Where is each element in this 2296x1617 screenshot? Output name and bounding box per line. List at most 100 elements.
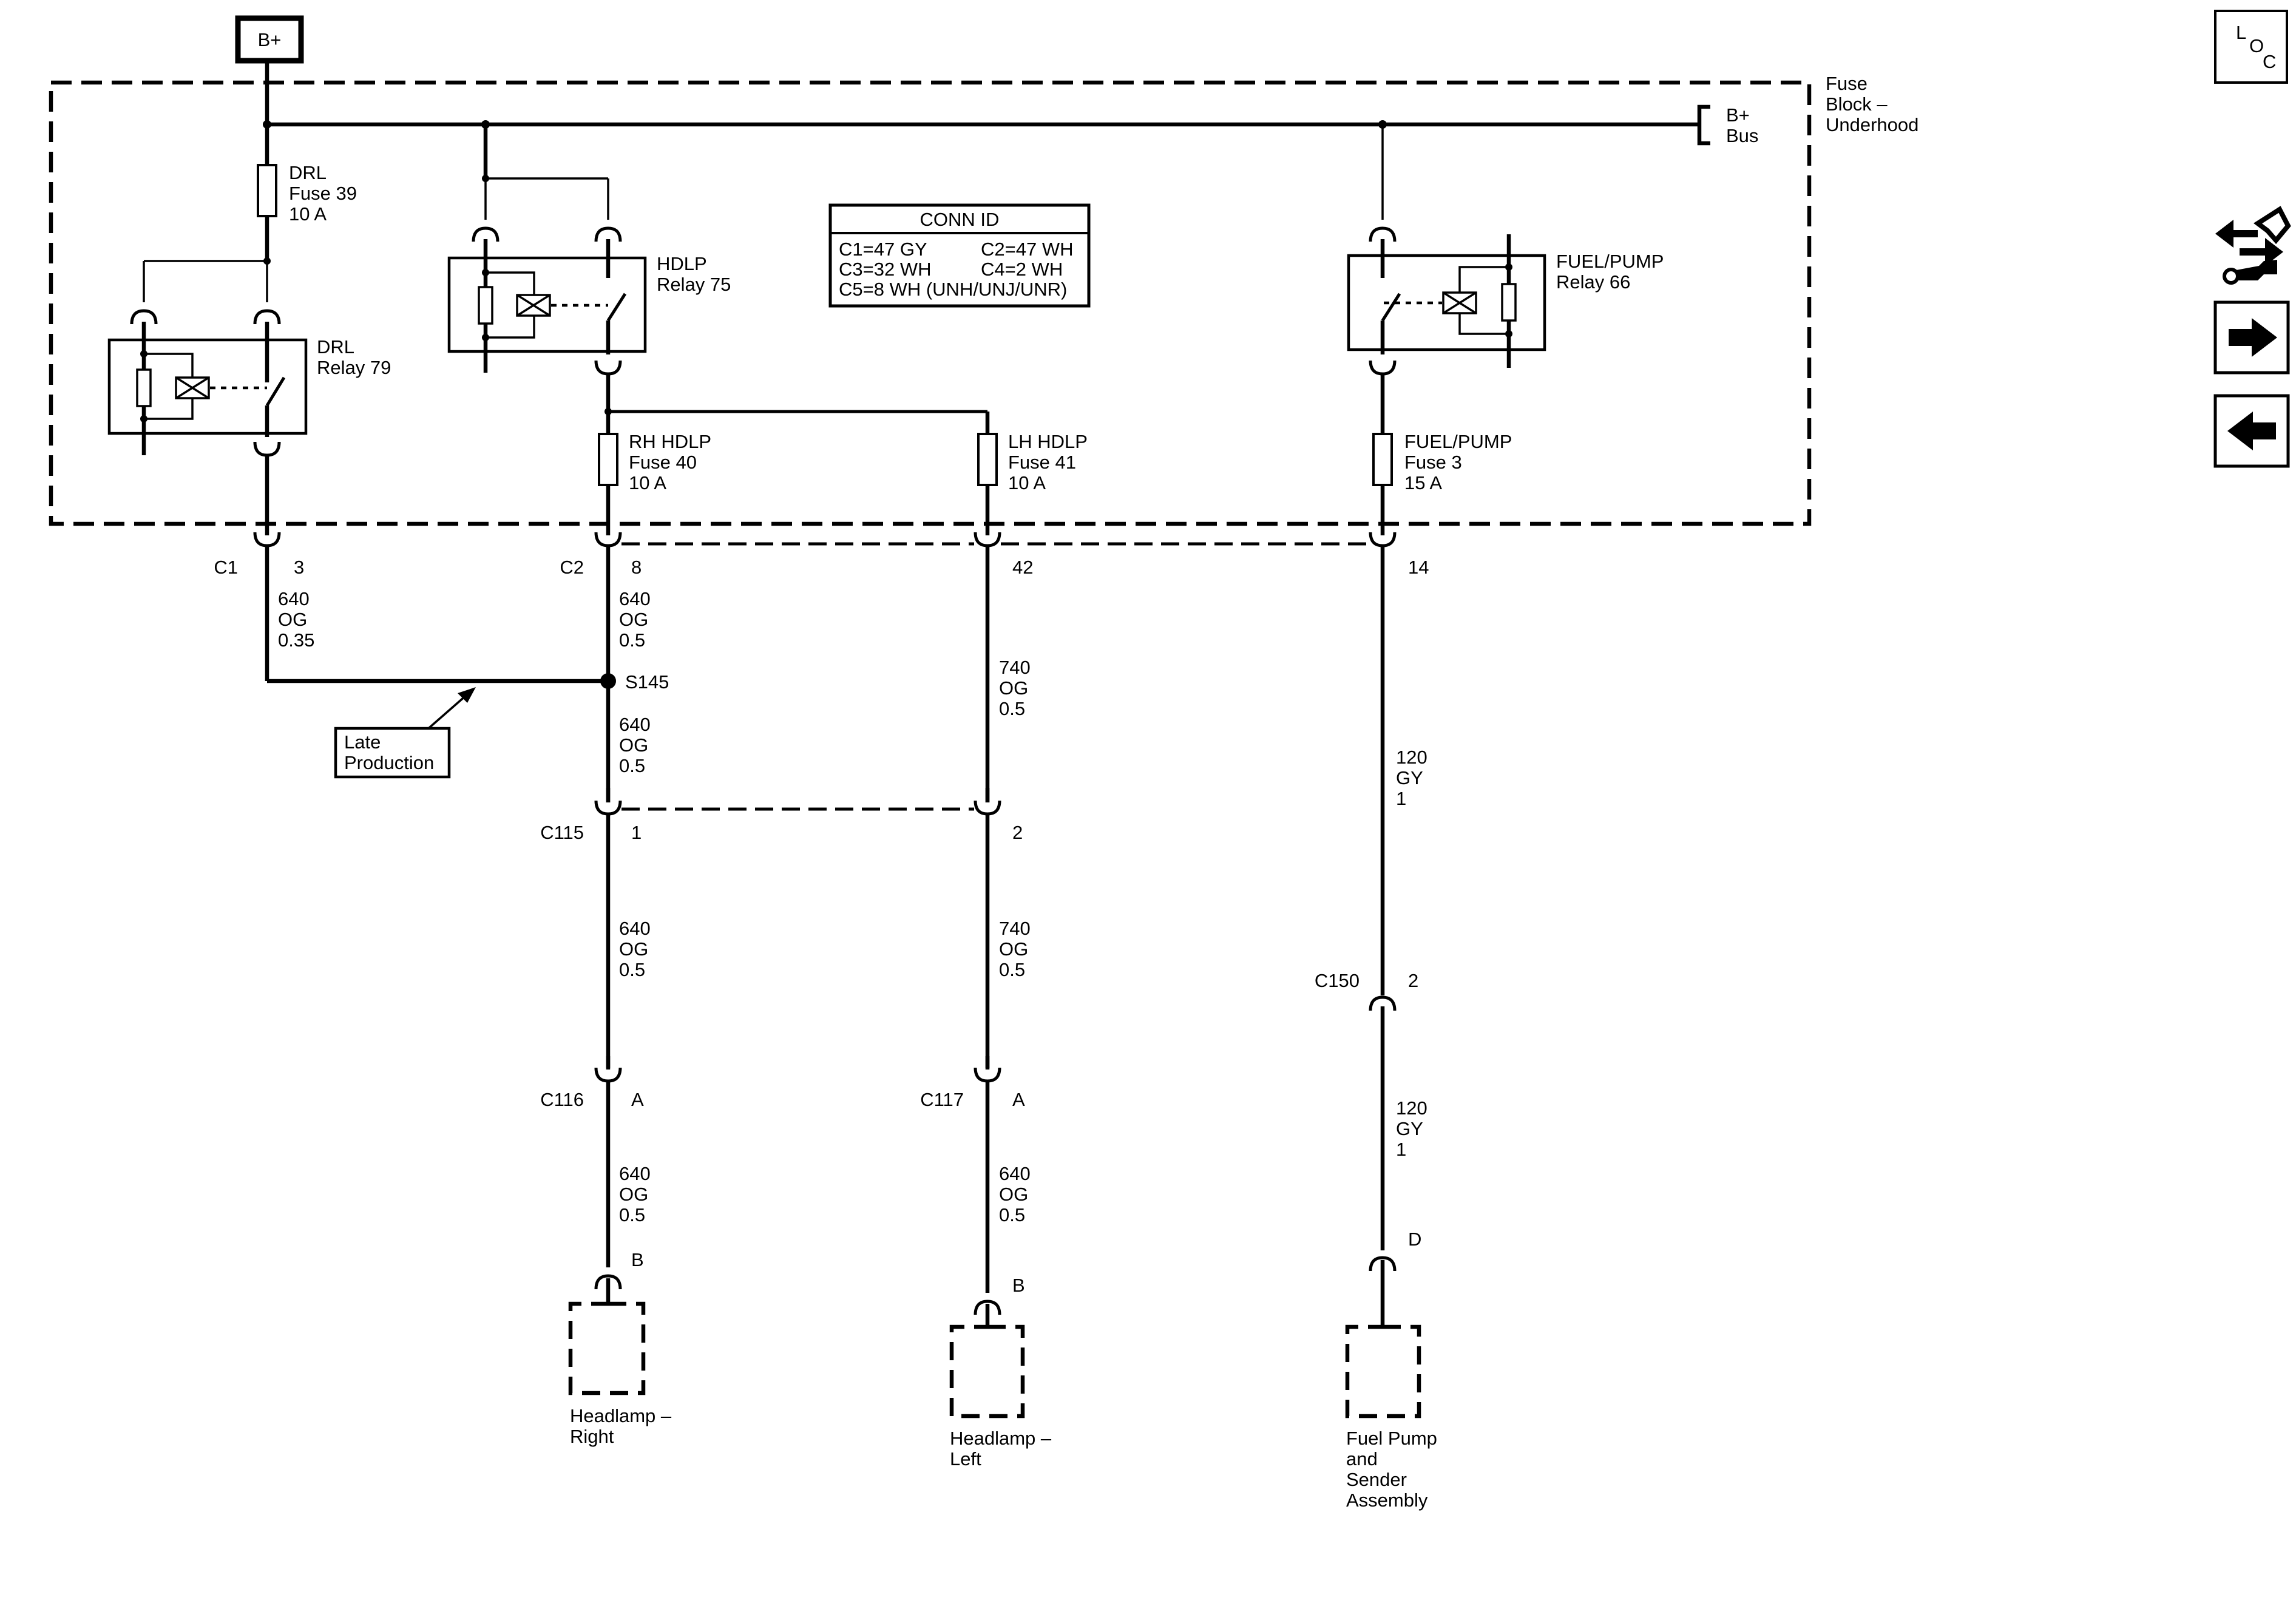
drl-relay-79: DRL Relay 79 xyxy=(107,257,391,455)
svg-text:B+: B+ xyxy=(258,29,282,50)
rh-headlamp-circuit: 640 OG 0.5 S145 640 OG 0.5 xyxy=(600,546,669,802)
svg-text:0.35: 0.35 xyxy=(278,629,314,651)
connector-c116: C116 A xyxy=(540,1056,644,1110)
svg-text:O: O xyxy=(2249,35,2264,56)
svg-text:GY: GY xyxy=(1396,1118,1423,1139)
fuse-block-underhood-outline xyxy=(49,80,1812,526)
conn-id-table: CONN ID C1=47 GY C2=47 WH C3=32 WH C4=2 … xyxy=(828,203,1091,308)
svg-text:Production: Production xyxy=(344,752,434,773)
svg-text:740: 740 xyxy=(999,918,1031,939)
connector-c1: C1 3 xyxy=(214,532,304,681)
svg-text:C2: C2 xyxy=(560,557,584,578)
svg-text:Fuel Pump: Fuel Pump xyxy=(1346,1428,1437,1449)
location-button[interactable]: L O C xyxy=(2214,10,2288,84)
svg-text:B: B xyxy=(1012,1275,1025,1296)
svg-text:0.5: 0.5 xyxy=(999,959,1025,980)
svg-text:Assembly: Assembly xyxy=(1346,1490,1428,1511)
svg-text:640: 640 xyxy=(619,918,651,939)
svg-text:Fuse: Fuse xyxy=(1826,73,1868,94)
svg-text:Left: Left xyxy=(950,1448,981,1470)
svg-text:Relay 66: Relay 66 xyxy=(1556,271,1630,293)
hdlp-relay-75: HDLP Relay 75 xyxy=(447,124,731,374)
svg-text:and: and xyxy=(1346,1448,1378,1470)
svg-text:A: A xyxy=(631,1089,644,1110)
fuel-pump-fuse-3: FUEL/PUMP Fuse 3 15 A xyxy=(1372,374,1512,535)
svg-text:0.5: 0.5 xyxy=(619,629,645,651)
svg-text:C1: C1 xyxy=(214,557,238,578)
fuel-pump-sender-assembly: Fuel Pump and Sender Assembly xyxy=(1345,1258,1437,1511)
fuse-block-label: Fuse Block – Underhood xyxy=(1826,73,1918,135)
svg-text:L: L xyxy=(2236,22,2246,43)
svg-text:Headlamp –: Headlamp – xyxy=(950,1428,1052,1449)
previous-page-button[interactable] xyxy=(2213,394,2290,468)
rh-wire-c115-c116: 640 OG 0.5 xyxy=(606,814,651,1068)
svg-text:Underhood: Underhood xyxy=(1826,114,1918,135)
svg-text:1: 1 xyxy=(1396,788,1406,809)
svg-text:C1=47 GY: C1=47 GY xyxy=(839,239,927,260)
svg-text:Relay 79: Relay 79 xyxy=(317,357,391,378)
svg-text:Headlamp –: Headlamp – xyxy=(570,1405,672,1426)
svg-text:640: 640 xyxy=(278,588,310,609)
svg-text:Right: Right xyxy=(570,1426,614,1447)
svg-text:Block –: Block – xyxy=(1826,93,1888,115)
svg-text:Fuse 39: Fuse 39 xyxy=(289,183,357,204)
svg-text:10 A: 10 A xyxy=(289,203,327,225)
b-plus-bus: B+ Bus xyxy=(263,61,1758,146)
rh-hdlp-fuse-40: RH HDLP Fuse 40 10 A xyxy=(598,431,711,535)
svg-text:OG: OG xyxy=(619,1184,648,1205)
wire-drl-640: 640 OG 0.35 xyxy=(267,588,608,683)
svg-text:OG: OG xyxy=(999,938,1028,960)
svg-text:2: 2 xyxy=(1408,970,1418,991)
svg-text:640: 640 xyxy=(619,1163,651,1184)
hdlp-output-branch xyxy=(604,374,990,434)
svg-text:LH HDLP: LH HDLP xyxy=(1008,431,1088,452)
svg-text:Fuse 41: Fuse 41 xyxy=(1008,452,1076,473)
svg-text:0.5: 0.5 xyxy=(619,1204,645,1225)
svg-text:Relay 75: Relay 75 xyxy=(657,274,731,295)
svg-text:OG: OG xyxy=(619,734,648,756)
connector-c150: C150 2 xyxy=(1315,970,1418,1026)
svg-text:A: A xyxy=(1012,1089,1025,1110)
svg-text:14: 14 xyxy=(1408,557,1429,578)
svg-text:640: 640 xyxy=(999,1163,1031,1184)
connector-wrench-icon[interactable] xyxy=(2213,200,2292,285)
svg-text:OG: OG xyxy=(999,1184,1028,1205)
headlamp-left: Headlamp – Left xyxy=(949,1301,1052,1470)
svg-text:640: 640 xyxy=(619,714,651,735)
svg-text:C5=8 WH (UNH/UNJ/UNR): C5=8 WH (UNH/UNJ/UNR) xyxy=(839,279,1067,300)
connector-c2: C2 8 42 14 xyxy=(560,532,1429,578)
svg-text:15 A: 15 A xyxy=(1404,472,1442,493)
svg-text:C2=47 WH: C2=47 WH xyxy=(981,239,1073,260)
next-page-button[interactable] xyxy=(2213,300,2290,375)
connector-c115: C115 1 2 xyxy=(540,788,1023,843)
svg-text:0.5: 0.5 xyxy=(619,755,645,776)
svg-text:OG: OG xyxy=(619,938,648,960)
svg-text:42: 42 xyxy=(1012,557,1033,578)
svg-text:0.5: 0.5 xyxy=(619,959,645,980)
svg-text:C: C xyxy=(2263,51,2276,72)
svg-text:C3=32 WH: C3=32 WH xyxy=(839,259,931,280)
svg-text:1: 1 xyxy=(631,822,642,843)
svg-text:D: D xyxy=(1408,1229,1421,1250)
svg-text:C117: C117 xyxy=(920,1089,964,1110)
svg-text:FUEL/PUMP: FUEL/PUMP xyxy=(1556,251,1664,272)
headlamp-right: Headlamp – Right xyxy=(568,1276,672,1447)
fuel-pump-relay-66: FUEL/PUMP Relay 66 xyxy=(1347,124,1664,374)
svg-text:Bus: Bus xyxy=(1726,125,1758,146)
svg-text:OG: OG xyxy=(619,609,648,630)
lh-hdlp-fuse-41: LH HDLP Fuse 41 10 A xyxy=(977,431,1088,535)
svg-text:Fuse 3: Fuse 3 xyxy=(1404,452,1462,473)
svg-text:10 A: 10 A xyxy=(1008,472,1046,493)
svg-text:B: B xyxy=(631,1249,644,1270)
svg-text:FUEL/PUMP: FUEL/PUMP xyxy=(1404,431,1512,452)
svg-text:CONN ID: CONN ID xyxy=(920,209,1000,230)
svg-text:GY: GY xyxy=(1396,767,1423,788)
svg-text:1: 1 xyxy=(1396,1139,1406,1160)
rh-wire-c116-lamp: 640 OG 0.5 B xyxy=(606,1081,651,1270)
svg-text:120: 120 xyxy=(1396,1097,1427,1119)
svg-text:Late: Late xyxy=(344,731,381,753)
svg-text:2: 2 xyxy=(1012,822,1023,843)
svg-text:OG: OG xyxy=(999,677,1028,699)
b-plus-source: B+ xyxy=(235,15,304,64)
